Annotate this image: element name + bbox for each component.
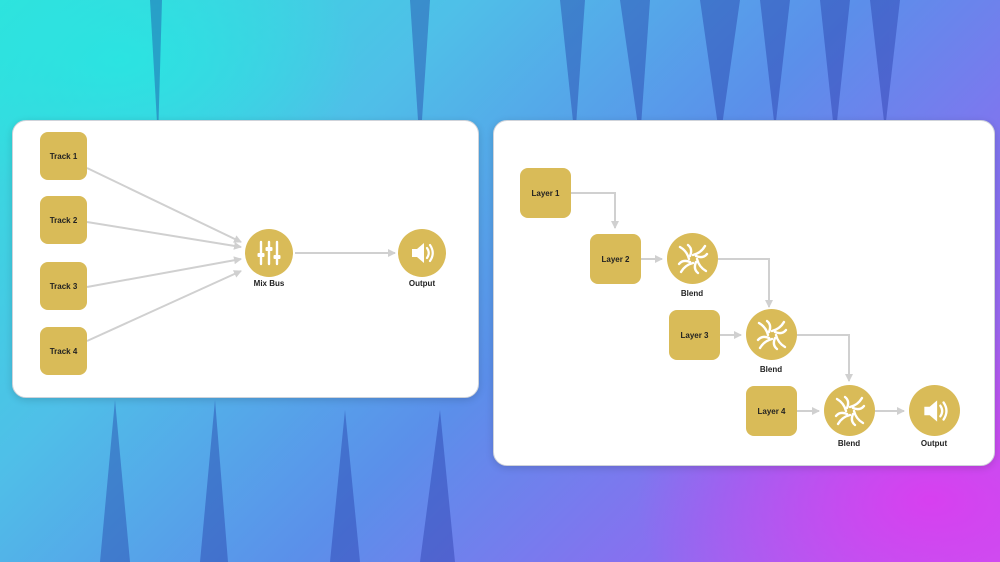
track-1-node: Track 1 <box>40 132 87 180</box>
output-label: Output <box>920 439 948 448</box>
layer-2-label: Layer 2 <box>601 254 630 264</box>
layer-3-node: Layer 3 <box>669 310 720 360</box>
output-node <box>909 385 960 436</box>
mix-bus-label: Mix Bus <box>253 279 285 288</box>
swirl-icon <box>677 243 708 274</box>
track-4-node: Track 4 <box>40 327 87 375</box>
connector-blend2-blend3 <box>797 334 853 382</box>
layer-4-node: Layer 4 <box>746 386 797 436</box>
track-2-label: Track 2 <box>49 215 78 225</box>
blend-2-node <box>746 309 797 360</box>
track-2-node: Track 2 <box>40 196 87 244</box>
sliders-icon <box>257 240 281 266</box>
connector-track3-mixbus <box>86 256 242 288</box>
connector-track4-mixbus <box>86 270 242 342</box>
track-3-label: Track 3 <box>49 281 78 291</box>
layer-2-node: Layer 2 <box>590 234 641 284</box>
blend-3-node <box>824 385 875 436</box>
layer-1-node: Layer 1 <box>520 168 571 218</box>
layer-blend-diagram-panel: Layer 1 Layer 2 Layer 3 Layer 4 Blend <box>493 120 995 466</box>
mix-bus-diagram-panel: Track 1 Track 2 Track 3 Track 4 Mix Bus <box>12 120 479 398</box>
blend-2-label: Blend <box>759 365 783 374</box>
speaker-icon <box>412 243 434 263</box>
connector-blend1-blend2 <box>718 258 773 308</box>
blend-1-label: Blend <box>680 289 704 298</box>
mix-bus-node <box>245 229 293 277</box>
layer-4-label: Layer 4 <box>757 406 786 416</box>
connector-track2-mixbus <box>86 221 242 250</box>
track-4-label: Track 4 <box>49 346 78 356</box>
blend-1-node <box>667 233 718 284</box>
layer-1-label: Layer 1 <box>531 188 560 198</box>
connector-layer1-layer2 <box>571 192 619 229</box>
connector-track1-mixbus <box>86 167 242 243</box>
track-3-node: Track 3 <box>40 262 87 310</box>
swirl-icon <box>834 395 865 426</box>
output-node <box>398 229 446 277</box>
swirl-icon <box>756 319 787 350</box>
blend-3-label: Blend <box>837 439 861 448</box>
output-label: Output <box>408 279 436 288</box>
layer-blend-connectors <box>571 192 905 415</box>
mix-bus-connectors <box>86 167 396 342</box>
track-1-label: Track 1 <box>49 151 78 161</box>
layer-3-label: Layer 3 <box>680 330 709 340</box>
speaker-icon <box>923 399 948 422</box>
